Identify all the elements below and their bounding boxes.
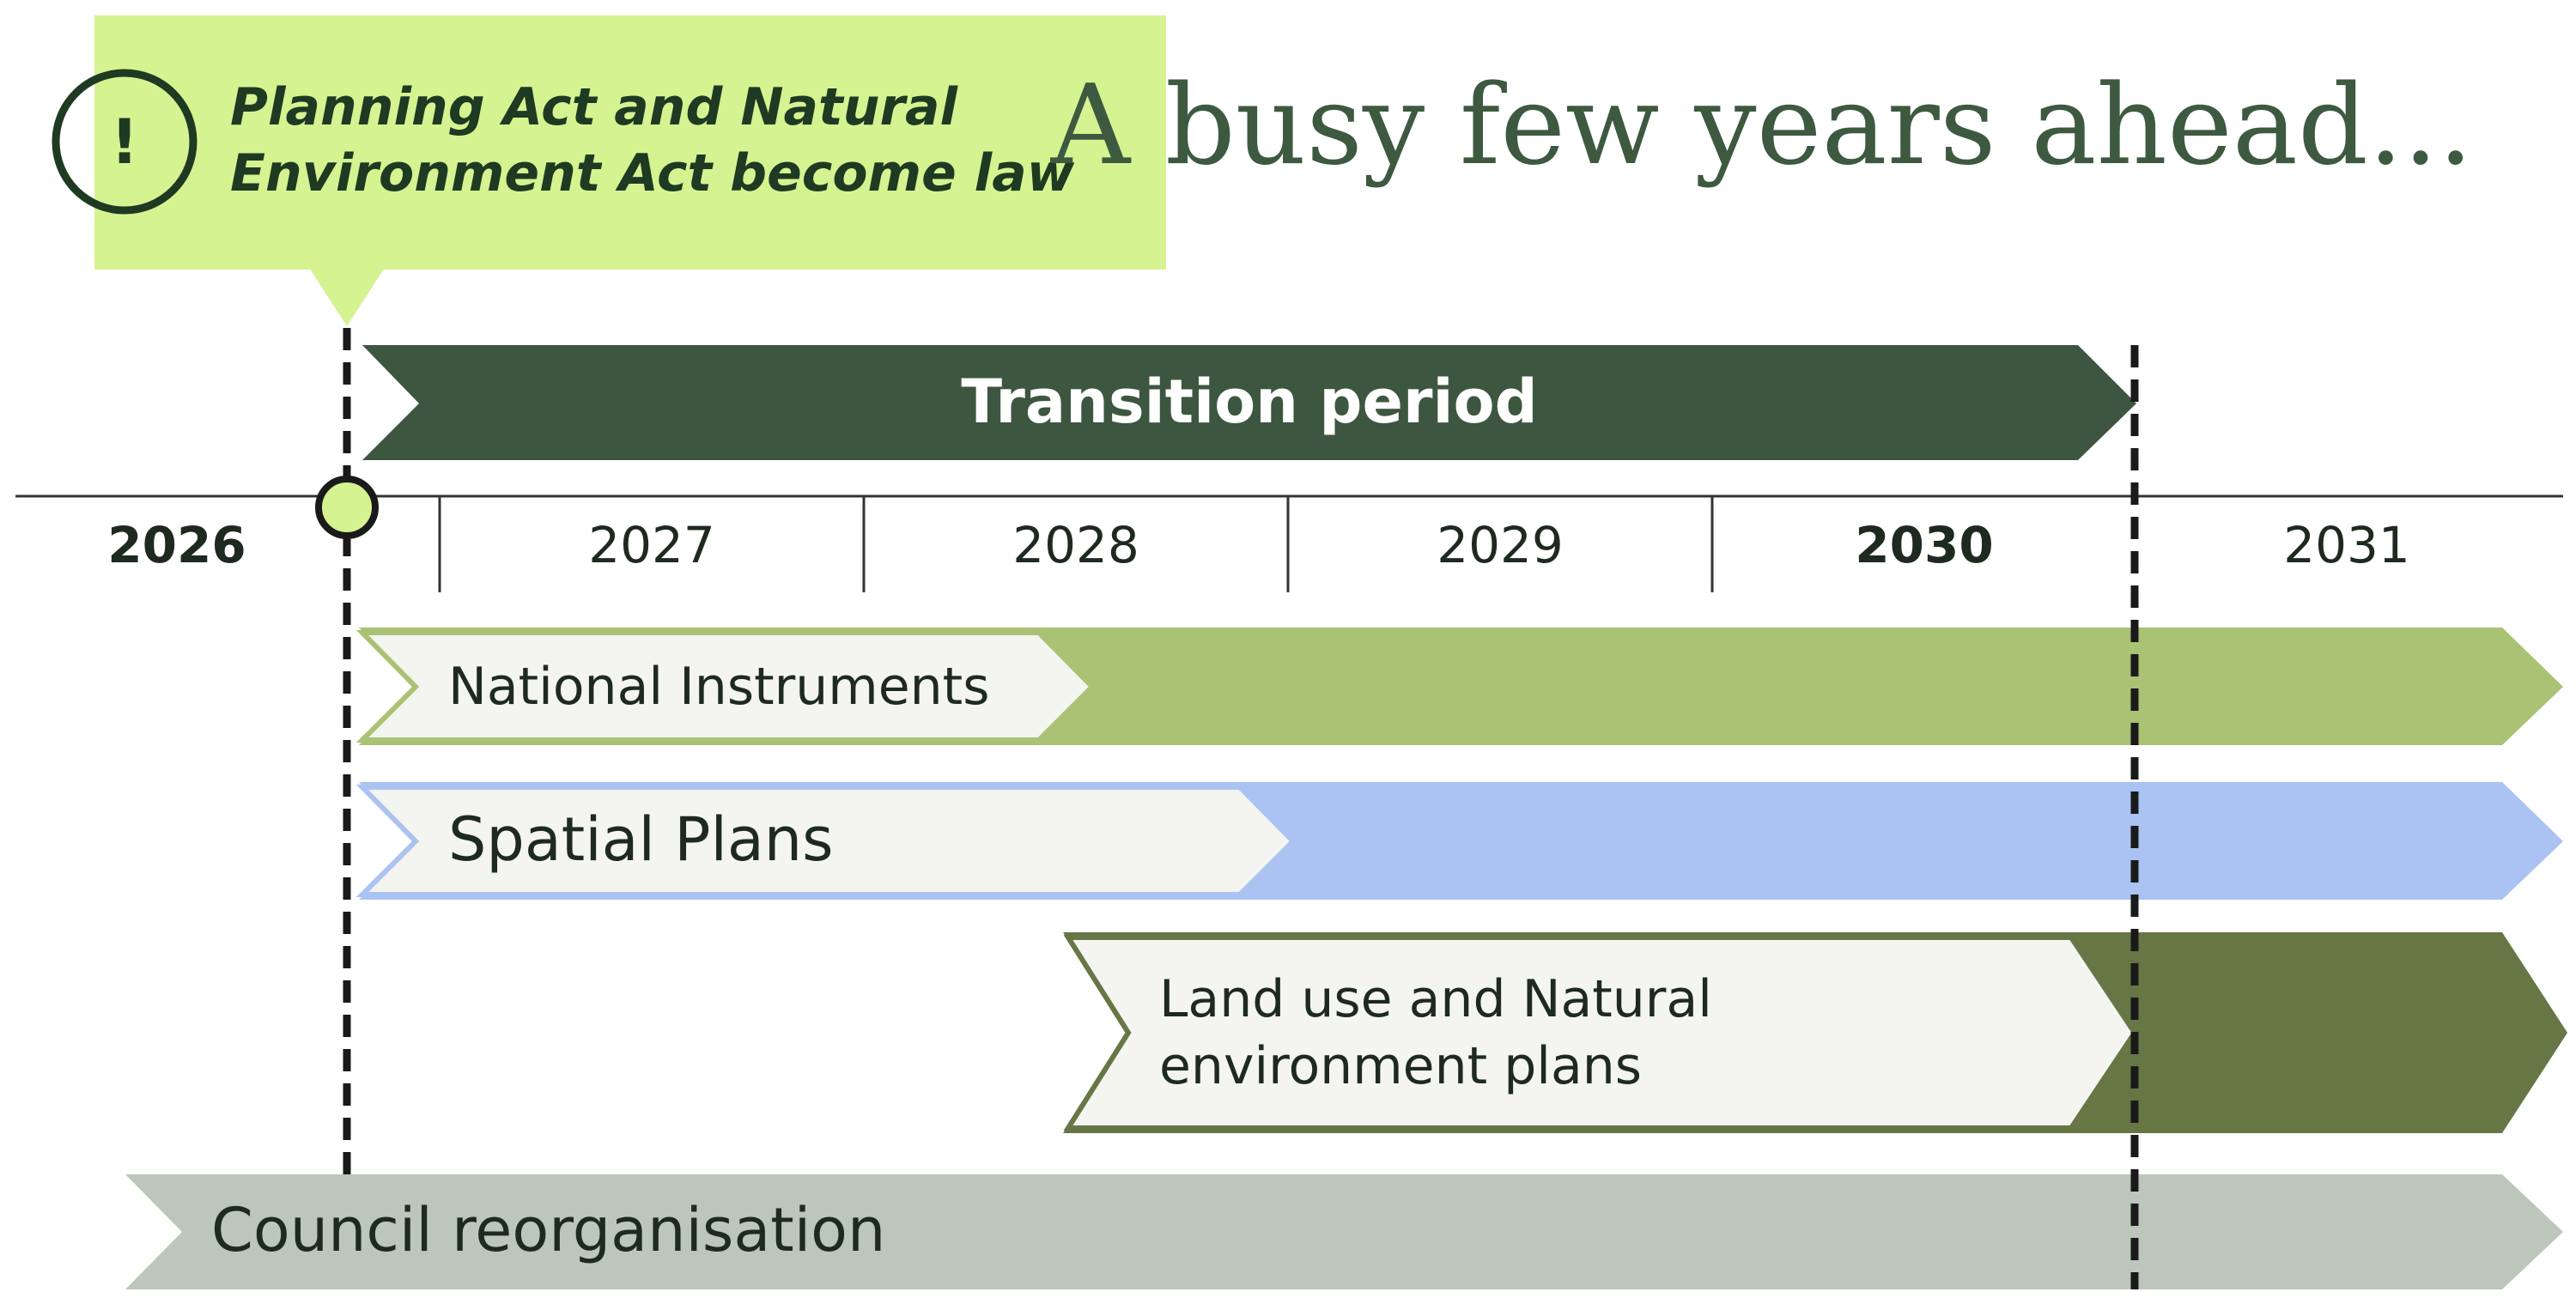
council-reorganisation-label: Council reorganisation	[211, 1195, 885, 1265]
year-label: 2029	[1437, 516, 1564, 574]
callout: ! Planning Act and Natural Environment A…	[52, 15, 1166, 326]
national-instruments-bar: National Instruments	[355, 628, 2563, 745]
callout-pointer	[309, 268, 385, 326]
land-use-label-line-2: environment plans	[1159, 1036, 1642, 1096]
exclamation-glyph: !	[111, 106, 139, 178]
year-label: 2031	[2283, 516, 2410, 574]
year-label: 2028	[1012, 516, 1139, 574]
transition-period-label: Transition period	[961, 367, 1537, 437]
transition-period-arrow: Transition period	[362, 345, 2136, 460]
council-reorganisation-bar: Council reorganisation	[125, 1174, 2563, 1289]
year-labels: 2026 2027 2028 2029 2030 2031	[107, 516, 2410, 574]
law-date-point	[315, 476, 379, 539]
callout-line-1: Planning Act and Natural	[230, 77, 959, 137]
year-label: 2026	[107, 516, 246, 574]
spatial-plans-label: Spatial Plans	[448, 804, 834, 875]
page-title: A busy few years ahead...	[1050, 62, 2473, 190]
land-use-plans-bar: Land use and Natural environment plans	[1063, 932, 2567, 1133]
callout-line-2: Environment Act become law	[230, 143, 1075, 203]
year-label: 2027	[588, 516, 715, 574]
year-ticks	[438, 496, 1714, 592]
land-use-label-line-1: Land use and Natural	[1159, 969, 1712, 1029]
callout-box	[94, 15, 1166, 270]
exclamation-icon: !	[52, 69, 197, 215]
year-label: 2030	[1855, 516, 1993, 574]
spatial-plans-bar: Spatial Plans	[355, 782, 2563, 900]
national-instruments-label: National Instruments	[448, 657, 989, 717]
